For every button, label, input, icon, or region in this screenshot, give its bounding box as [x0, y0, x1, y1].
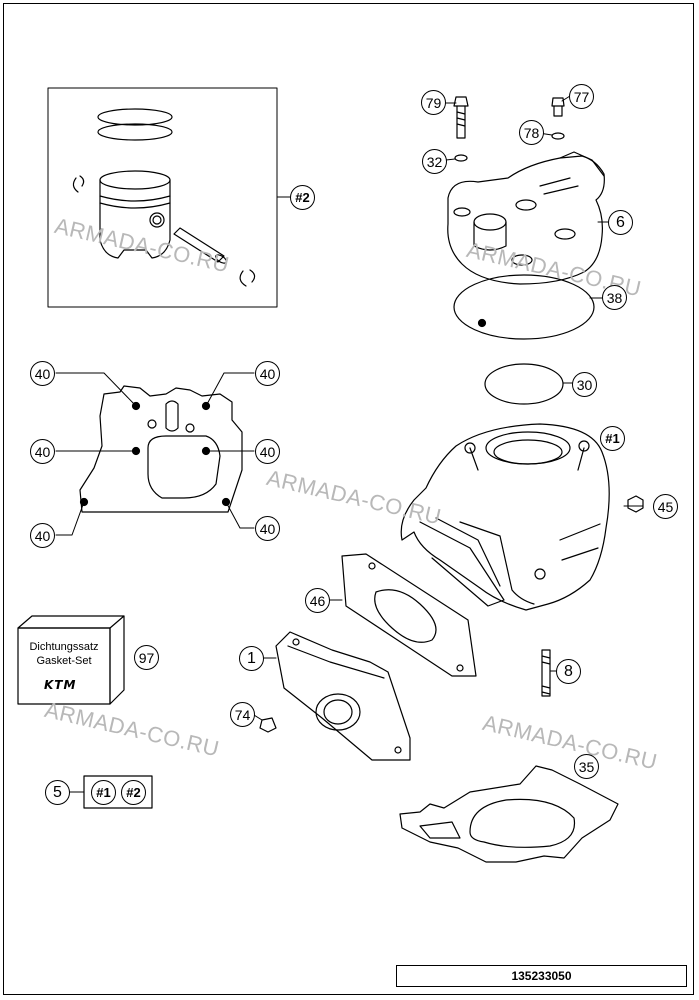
- callout-45: 45: [653, 494, 678, 519]
- callout-30: 30: [572, 372, 597, 397]
- drawing-frame: [3, 3, 694, 995]
- bolt-77: [551, 97, 565, 117]
- callout-5: 5: [45, 780, 70, 805]
- washer-32: [454, 154, 468, 162]
- callout-78: 78: [519, 120, 544, 145]
- document-number: 135233050: [396, 965, 687, 987]
- callout-40-bottom-right: 40: [255, 516, 280, 541]
- callout-77: 77: [569, 84, 594, 109]
- callout-32: 32: [422, 149, 447, 174]
- gasket-40-points: [79, 401, 231, 507]
- gasket-40: [79, 385, 243, 513]
- callout-38: 38: [602, 285, 627, 310]
- piston-ring-top: [97, 108, 173, 126]
- cylinder-head: [447, 151, 605, 285]
- callout-74: 74: [230, 702, 255, 727]
- callout-cylinder: #1: [600, 426, 625, 451]
- piston-ring-bottom: [97, 123, 173, 141]
- callout-piston-group: #2: [290, 185, 315, 210]
- circlip-left: [72, 175, 85, 193]
- set-ref-piston: #2: [121, 780, 146, 805]
- callout-97: 97: [134, 645, 159, 670]
- o-ring-30: [484, 363, 564, 405]
- callout-79: 79: [421, 90, 446, 115]
- callout-40-top-left: 40: [30, 361, 55, 386]
- callout-40-mid-left: 40: [30, 439, 55, 464]
- o-ring-38-mark: [477, 318, 487, 328]
- callout-6: 6: [608, 210, 633, 235]
- callout-8: 8: [556, 659, 581, 684]
- ktm-logo: KTM: [44, 678, 77, 692]
- screw-74: [259, 717, 277, 733]
- callout-1: 1: [239, 646, 264, 671]
- callout-46: 46: [305, 588, 330, 613]
- set-box-5: [83, 775, 153, 809]
- leader-lines: [55, 95, 644, 793]
- callout-35: 35: [574, 754, 599, 779]
- gasket-kit-box: [17, 615, 125, 705]
- kit-box-label-de: Dichtungssatz: [29, 641, 99, 653]
- callout-40-mid-right: 40: [255, 439, 280, 464]
- cylinder: [400, 423, 610, 611]
- circlip-right: [239, 269, 256, 287]
- set-ref-cylinder: #1: [91, 780, 116, 805]
- callout-40-top-right: 40: [255, 361, 280, 386]
- intake-flange-1: [275, 631, 411, 761]
- piston: [99, 170, 171, 259]
- nut-45: [627, 495, 644, 513]
- stud-8: [541, 649, 551, 697]
- base-gasket-35: [399, 765, 619, 863]
- kit-box-label-en: Gasket-Set: [36, 655, 92, 667]
- callout-40-bottom-left: 40: [30, 523, 55, 548]
- o-ring-38: [453, 274, 595, 340]
- gasket-46: [341, 553, 477, 677]
- wrist-pin: [173, 227, 227, 264]
- washer-78: [551, 132, 565, 140]
